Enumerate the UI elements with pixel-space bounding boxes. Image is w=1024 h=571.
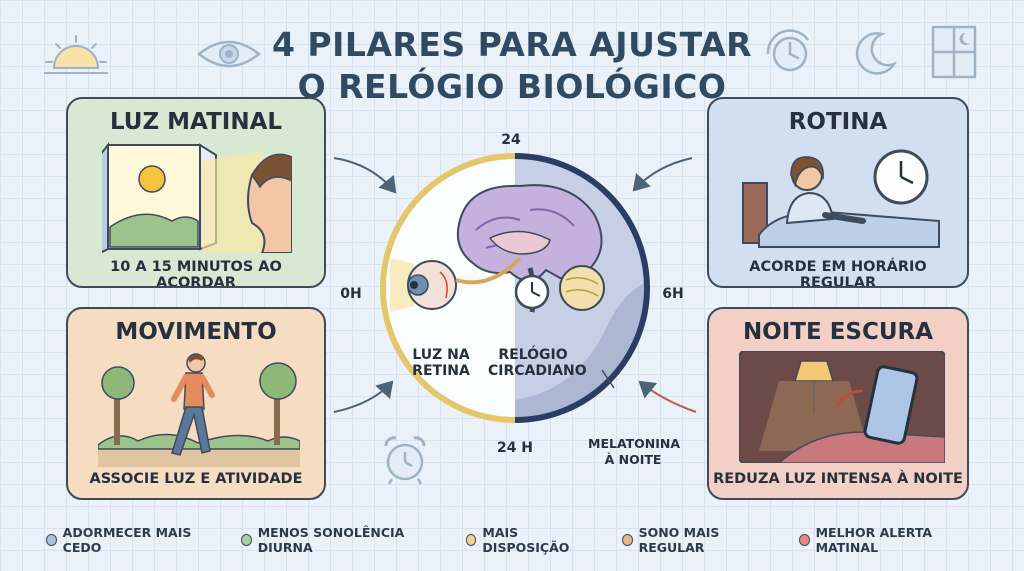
waking-woman-illustration xyxy=(742,149,940,248)
alarm-clock-icon xyxy=(384,436,426,485)
legend-item: SONO MAIS REGULAR xyxy=(621,525,769,555)
legend-item: MELHOR ALERTA MATINAL xyxy=(798,525,974,555)
card-luz-matinal: LUZ MATINAL 10 A 15 MINUTOS AO ACORDAR xyxy=(66,97,326,288)
sun-icon xyxy=(44,35,108,74)
title-line-1: 4 PILARES PARA AJUSTAR xyxy=(271,25,753,64)
legend-label: MENOS SONOLÊNCIA DIURNA xyxy=(257,525,405,555)
window-sunlight-illustration xyxy=(102,142,292,253)
legend: ADORMECER MAIS CEDO MENOS SONOLÊNCIA DIUR… xyxy=(46,525,1004,555)
card-noite-escura-title: NOITE ESCURA xyxy=(742,319,934,345)
walking-person-illustration xyxy=(98,353,300,467)
legend-dot-icon xyxy=(241,534,252,546)
night-phone-illustration xyxy=(739,351,945,463)
legend-item: MENOS SONOLÊNCIA DIURNA xyxy=(241,525,436,555)
legend-item: MAIS DISPOSIÇÃO xyxy=(465,525,592,555)
card-noite-escura: NOITE ESCURA REDUZA LUZ INTENSA À NOITE xyxy=(707,307,969,500)
circadian-diagram xyxy=(380,153,650,423)
legend-label: SONO MAIS REGULAR xyxy=(638,525,720,555)
card-luz-matinal-title: LUZ MATINAL xyxy=(109,109,283,135)
card-movimento-caption: ASSOCIE LUZ E ATIVIDADE xyxy=(89,471,303,487)
legend-label: MELHOR ALERTA MATINAL xyxy=(815,525,933,555)
label-melatonina: MELATONINA À NOITE xyxy=(588,436,681,467)
window-icon xyxy=(931,25,977,79)
legend-dot-icon xyxy=(465,534,477,546)
card-luz-matinal-caption: 10 A 15 MINUTOS AO ACORDAR xyxy=(110,259,282,288)
legend-label: ADORMECER MAIS CEDO xyxy=(62,525,192,555)
label-0h: 0H xyxy=(340,286,362,302)
moon-icon xyxy=(855,32,898,75)
legend-dot-icon xyxy=(46,534,57,546)
label-24-top: 24 xyxy=(501,132,521,148)
page-title: 4 PILARES PARA AJUSTAR O RELÓGIO BIOLÓGI… xyxy=(0,24,1024,108)
legend-label: MAIS DISPOSIÇÃO xyxy=(482,525,570,555)
card-rotina: ROTINA ACORDE EM HORÁRIO REGULAR xyxy=(707,97,969,288)
card-rotina-title: ROTINA xyxy=(788,109,888,135)
legend-dot-icon xyxy=(621,534,633,546)
label-24h-bottom: 24 H xyxy=(496,440,534,456)
card-movimento-title: MOVIMENTO xyxy=(115,319,277,345)
label-luz-na-retina: LUZ NA RETINA xyxy=(412,347,470,379)
clock-icon xyxy=(766,29,810,72)
card-movimento: MOVIMENTO ASSOCIE LUZ E ATIVIDADE xyxy=(66,307,326,500)
label-6h: 6H xyxy=(662,286,684,302)
title-line-2: O RELÓGIO BIOLÓGICO xyxy=(297,67,727,106)
legend-dot-icon xyxy=(798,534,810,546)
legend-item: ADORMECER MAIS CEDO xyxy=(46,525,211,555)
label-relogio-circadiano: RELÓGIO CIRCADIANO xyxy=(488,347,587,379)
card-noite-escura-caption: REDUZA LUZ INTENSA À NOITE xyxy=(713,471,963,487)
card-rotina-caption: ACORDE EM HORÁRIO REGULAR xyxy=(749,259,927,288)
eye-icon xyxy=(196,40,262,68)
